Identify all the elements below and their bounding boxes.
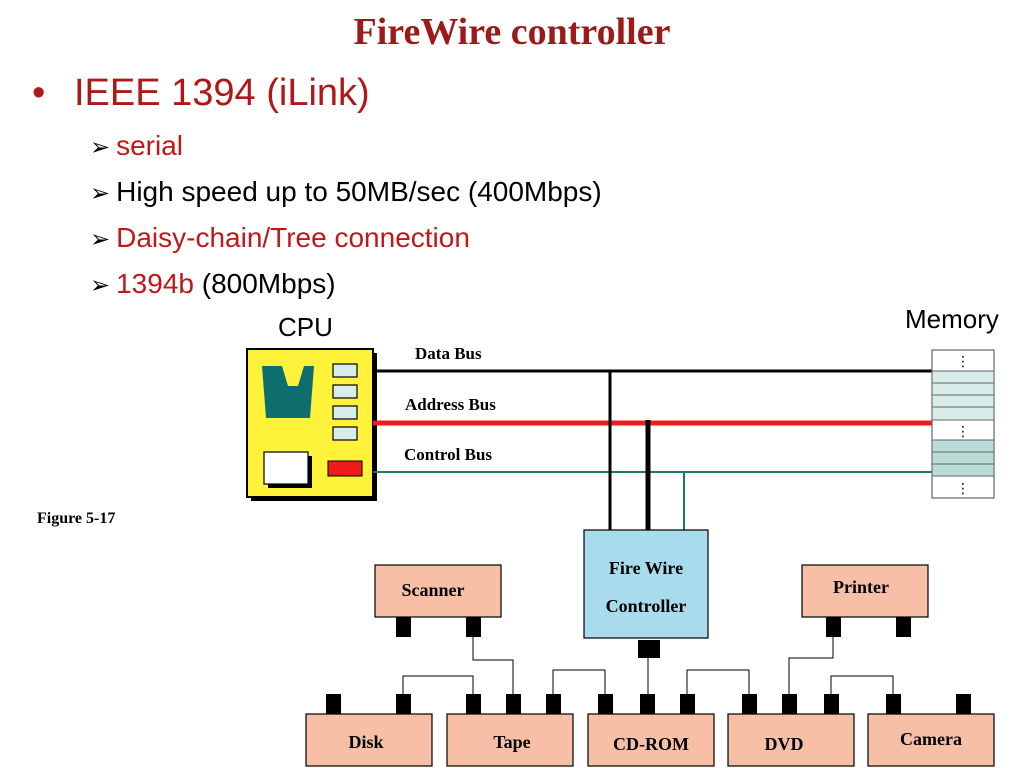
printer-device: Printer (801, 564, 929, 637)
subitem-serial: ➢serial (90, 130, 184, 161)
cdrom-device: CD-ROM (587, 694, 715, 767)
arrow-icon: ➢ (90, 272, 111, 299)
cpu-label: CPU (278, 312, 333, 342)
firewire-controller-box: Fire Wire Controller (583, 529, 709, 658)
printer-label: Printer (833, 577, 889, 597)
arrow-icon: ➢ (90, 134, 111, 161)
main-bullet: • IEEE 1394 (iLink) (32, 72, 370, 115)
subitem-1394b: ➢1394b (800Mbps) (90, 268, 336, 299)
cdrom-label: CD-ROM (613, 734, 689, 754)
dvd-device: DVD (727, 694, 855, 767)
controller-label-line2: Controller (606, 596, 687, 616)
memory-ellipsis: ⋮ (956, 423, 970, 439)
data-bus-label: Data Bus (415, 344, 482, 363)
arrow-icon: ➢ (90, 180, 111, 207)
slide-title: FireWire controller (353, 11, 671, 53)
cpu-block (246, 348, 377, 501)
camera-device: Camera (867, 694, 995, 767)
cpu-chip-icon (262, 366, 314, 418)
subitem-topology: ➢Daisy-chain/Tree connection (90, 222, 470, 253)
memory-ellipsis: ⋮ (956, 480, 970, 496)
tape-label: Tape (493, 732, 530, 752)
scanner-label: Scanner (402, 580, 465, 600)
memory-block: ⋮ ⋮ ⋮ (931, 349, 995, 499)
tape-device: Tape (446, 694, 574, 767)
firewire-cables (402, 637, 894, 694)
bullet-dot: • (32, 72, 46, 114)
address-bus-label: Address Bus (405, 395, 496, 414)
arrow-icon: ➢ (90, 226, 111, 253)
main-bullet-text: IEEE 1394 (iLink) (74, 72, 370, 114)
controller-label-line1: Fire Wire (609, 558, 683, 578)
dvd-label: DVD (765, 734, 804, 754)
figure-label: Figure 5-17 (37, 510, 115, 527)
control-bus-label: Control Bus (404, 445, 492, 464)
disk-device: Disk (305, 694, 433, 767)
camera-label: Camera (900, 729, 962, 749)
memory-label: Memory (905, 304, 999, 334)
subitem-speed: ➢High speed up to 50MB/sec (400Mbps) (90, 176, 602, 207)
scanner-device: Scanner (374, 564, 502, 637)
memory-ellipsis: ⋮ (956, 353, 970, 369)
disk-label: Disk (348, 732, 383, 752)
system-buses: Data Bus Address Bus Control Bus (373, 344, 932, 530)
